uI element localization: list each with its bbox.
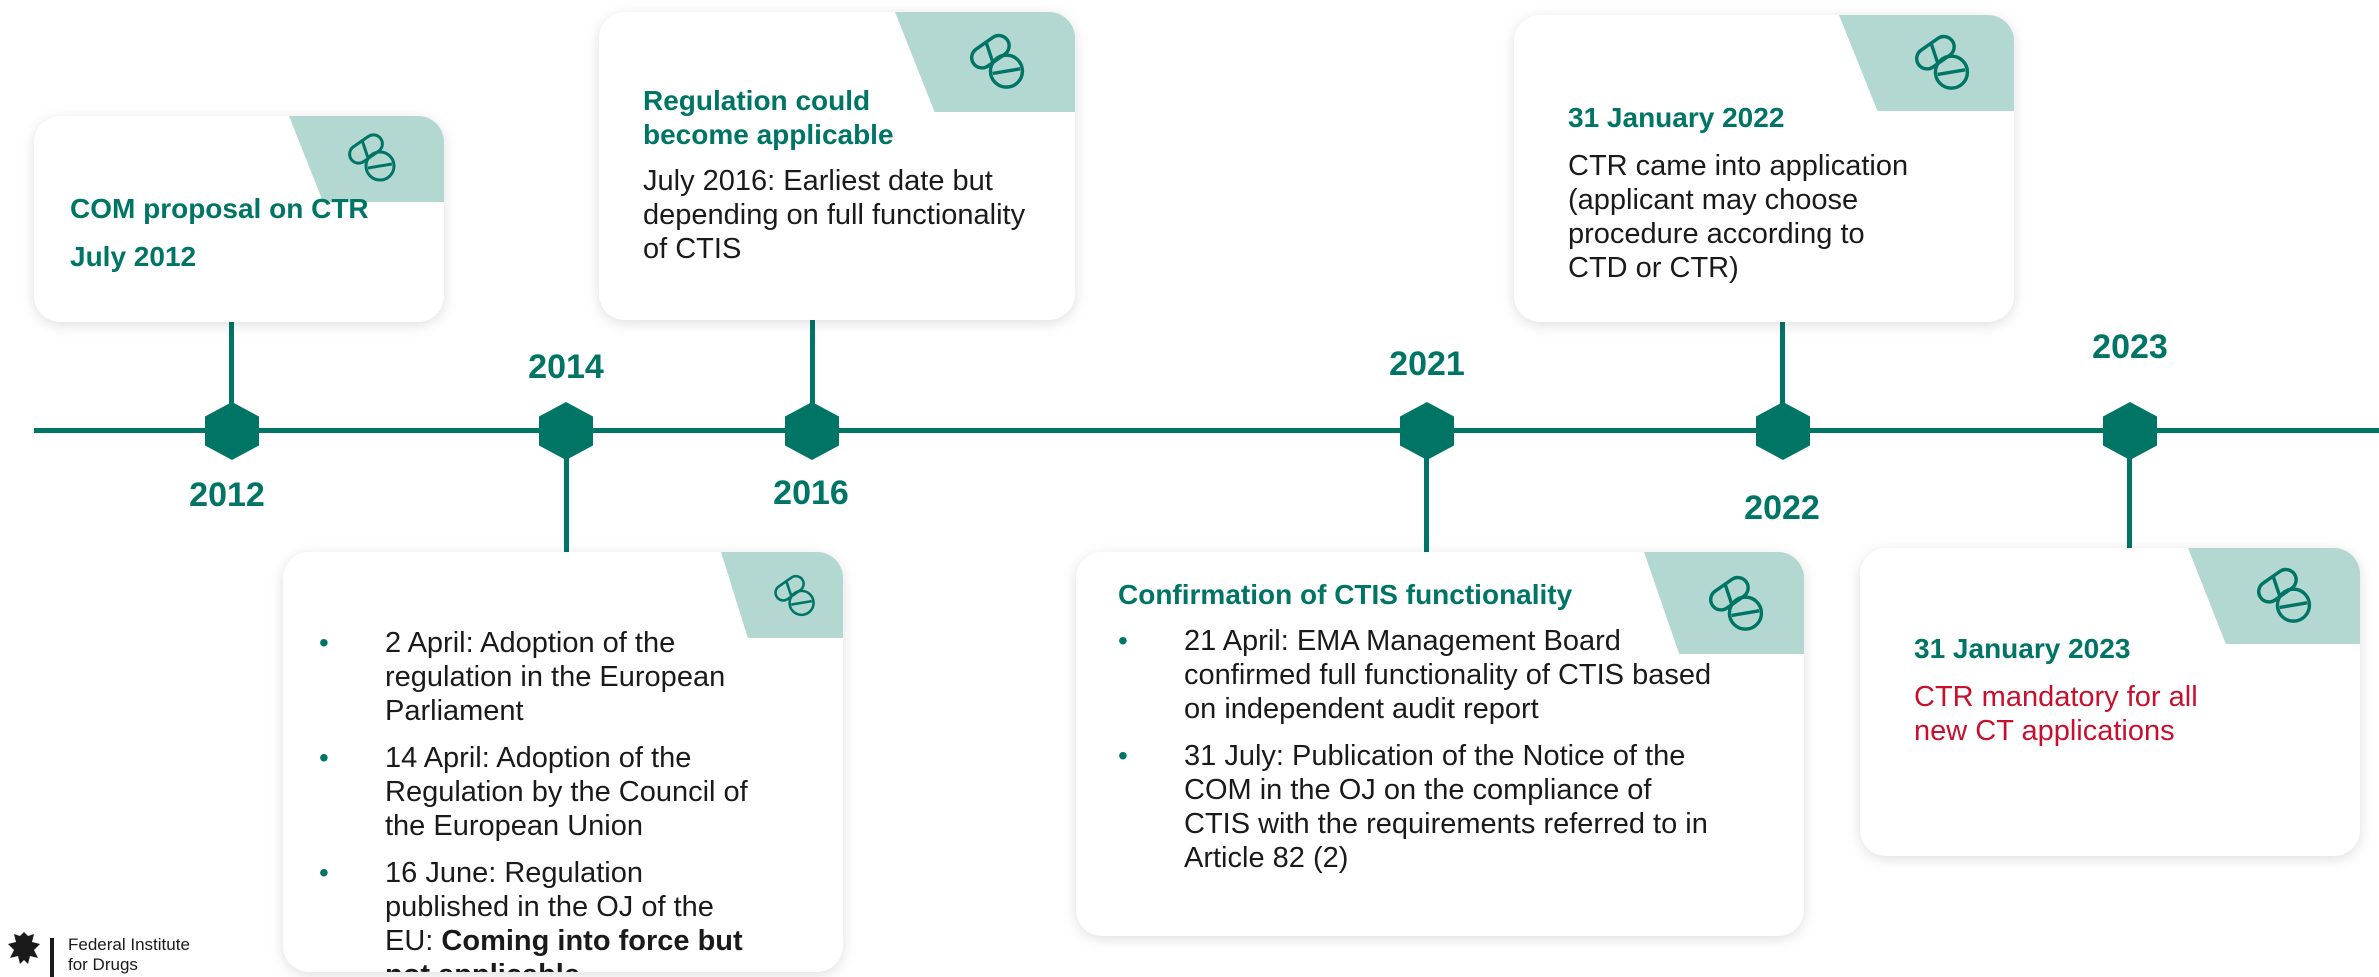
card-title: Regulation could become applicable: [643, 85, 894, 150]
connector-2021: [1424, 430, 1429, 552]
card-text: CTR came into application (applicant may…: [1568, 150, 1909, 284]
card-com-proposal: COM proposal on CTR July 2012: [34, 116, 444, 322]
pills-icon: [774, 574, 815, 617]
card-title: Confirmation of CTIS functionality: [1118, 579, 1573, 610]
hexagon-marker-2016: [785, 402, 839, 460]
year-label-2022: 2022: [1744, 489, 1820, 527]
card-adoption-2014: 2 April: Adoption of the regulation in t…: [283, 552, 843, 972]
year-label-2023: 2023: [2092, 328, 2168, 366]
ctis-list: 21 April: EMA Management Board confirmed…: [1118, 624, 1718, 888]
list-item: 21 April: EMA Management Board confirmed…: [1118, 624, 1718, 726]
list-item: 2 April: Adoption of the regulation in t…: [319, 626, 769, 728]
connector-2022: [1780, 322, 1785, 432]
hexagon-marker-2022: [1756, 402, 1810, 460]
connector-2014: [564, 430, 569, 552]
card-applicable-2016: Regulation could become applicable July …: [599, 12, 1075, 320]
card-application-2022: 31 January 2022 CTR came into applicatio…: [1514, 15, 2014, 322]
list-item: 31 July: Publication of the Notice of th…: [1118, 739, 1718, 875]
adoption-list: 2 April: Adoption of the regulation in t…: [319, 626, 769, 972]
connector-2016: [810, 320, 815, 432]
pills-icon: [1915, 34, 1970, 90]
list-item-text: 16 June: Regulation published in the OJ …: [385, 857, 714, 957]
hexagon-marker-2023: [2103, 402, 2157, 460]
federal-eagle-icon: [8, 932, 54, 977]
card-title: 31 January 2022: [1568, 102, 1785, 133]
hexagon-marker-2012: [205, 402, 259, 460]
list-item-emphasis: Coming into force but not applicable: [385, 925, 743, 972]
list-item: 16 June: Regulation published in the OJ …: [319, 856, 769, 972]
list-item: 14 April: Adoption of the Regulation by …: [319, 741, 769, 843]
pills-icon: [2257, 567, 2312, 623]
card-title: COM proposal on CTR: [70, 193, 369, 224]
pills-icon: [348, 133, 396, 182]
card-mandatory-2023: 31 January 2023 CTR mandatory for all ne…: [1860, 548, 2360, 856]
hexagon-marker-2021: [1400, 402, 1454, 460]
year-label-2012: 2012: [189, 476, 265, 514]
pills-icon: [970, 33, 1025, 89]
year-label-2014: 2014: [528, 348, 604, 386]
card-title: 31 January 2023: [1914, 633, 2131, 664]
card-text: July 2016: Earliest date but depending o…: [643, 165, 1026, 265]
hexagon-marker-2014: [539, 402, 593, 460]
year-label-2016: 2016: [773, 474, 849, 512]
logo-text: Federal Institute for Drugs: [68, 935, 190, 975]
logo-line-1: Federal Institute: [68, 935, 190, 954]
pills-icon: [1709, 575, 1764, 631]
year-label-2021: 2021: [1389, 345, 1465, 383]
connector-2023: [2127, 430, 2132, 548]
timeline-axis: [34, 428, 2379, 433]
logo-line-2: for Drugs: [68, 955, 138, 974]
card-text: CTR mandatory for all new CT application…: [1914, 681, 2198, 747]
card-date: July 2012: [70, 241, 197, 272]
connector-2012: [229, 322, 234, 432]
card-ctis-2021: Confirmation of CTIS functionality 21 Ap…: [1076, 552, 1804, 936]
